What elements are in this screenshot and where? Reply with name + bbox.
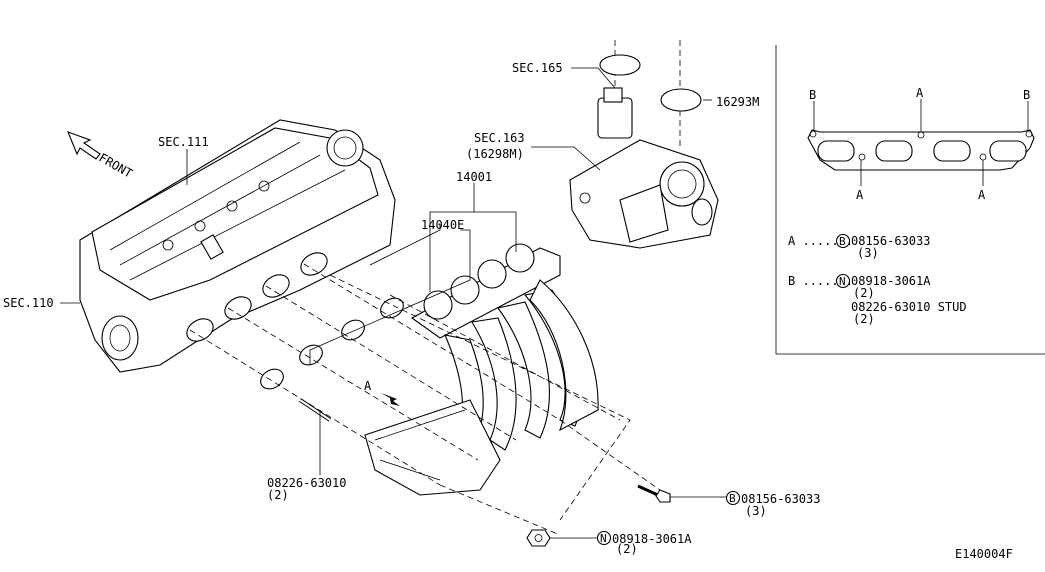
bolt-symbol-letter: B [729, 492, 736, 505]
label-bolt-part: 08156-63033 [741, 492, 820, 506]
legend-a-bolt-icon [835, 233, 851, 249]
nut-drawing [526, 529, 551, 547]
sec165-gasket-drawing [599, 54, 641, 76]
label-nut-part: 08918-3061A [612, 532, 692, 546]
label-16293m: 16293M [716, 95, 759, 109]
legend-a-symbol: B [839, 235, 846, 248]
throttle-body-drawing [569, 87, 719, 249]
leader-lines [60, 67, 727, 539]
bolt-drawing [637, 484, 671, 503]
nut-symbol-letter: N [600, 532, 607, 545]
legend-b-key: B ....... [788, 274, 853, 288]
inset-marker-a-left: A [856, 188, 864, 202]
label-sec165: SEC.165 [512, 61, 563, 75]
legend-a-part: 08156-63033 [851, 234, 930, 248]
inset-marker-b-right: B [1023, 88, 1030, 102]
front-label: FRONT [97, 150, 135, 180]
legend-stud-qty: (2) [853, 312, 875, 326]
gasket-16293m-drawing [660, 88, 702, 112]
label-stud-qty: (2) [267, 488, 289, 502]
legend-a-qty: (3) [857, 246, 879, 260]
diagram-code: E140004F [955, 547, 1013, 561]
legend-stud-part: 08226-63010 STUD [851, 300, 967, 314]
label-view-a: A [364, 379, 372, 393]
legend-b-qty: (2) [853, 286, 875, 300]
label-bolt-qty: (3) [745, 504, 767, 518]
inset-panel: B A B A A A ....... B 08156-63033 (3) B … [775, 45, 1045, 355]
label-stud-part: 08226-63010 [267, 476, 346, 490]
view-a-arrow-icon [381, 393, 400, 406]
intake-gaskets-drawing [260, 297, 404, 390]
legend-b-part: 08918-3061A [851, 274, 931, 288]
inset-marker-a-right: A [978, 188, 986, 202]
label-14001: 14001 [456, 170, 492, 184]
cylinder-head-drawing [79, 119, 396, 373]
label-sec110: SEC.110 [3, 296, 54, 310]
inset-marker-b-left: B [809, 88, 816, 102]
legend-b-nut-icon [835, 273, 851, 289]
front-arrow-icon [67, 131, 101, 160]
label-sec163: SEC.163 [474, 131, 525, 145]
intake-manifold-drawing [364, 243, 599, 496]
label-sec111: SEC.111 [158, 135, 209, 149]
stud-drawing [298, 398, 332, 422]
label-nut-qty: (2) [616, 542, 638, 556]
inset-marker-a-top: A [916, 86, 924, 100]
legend-a-key: A ....... [788, 234, 853, 248]
label-sec163-sub: (16298M) [466, 147, 524, 161]
label-14040e: 14040E [421, 218, 464, 232]
legend-b-symbol: N [839, 275, 846, 288]
inset-flange-drawing [807, 129, 1035, 171]
nut-symbol-icon [596, 530, 612, 546]
bolt-symbol-icon [725, 490, 741, 506]
